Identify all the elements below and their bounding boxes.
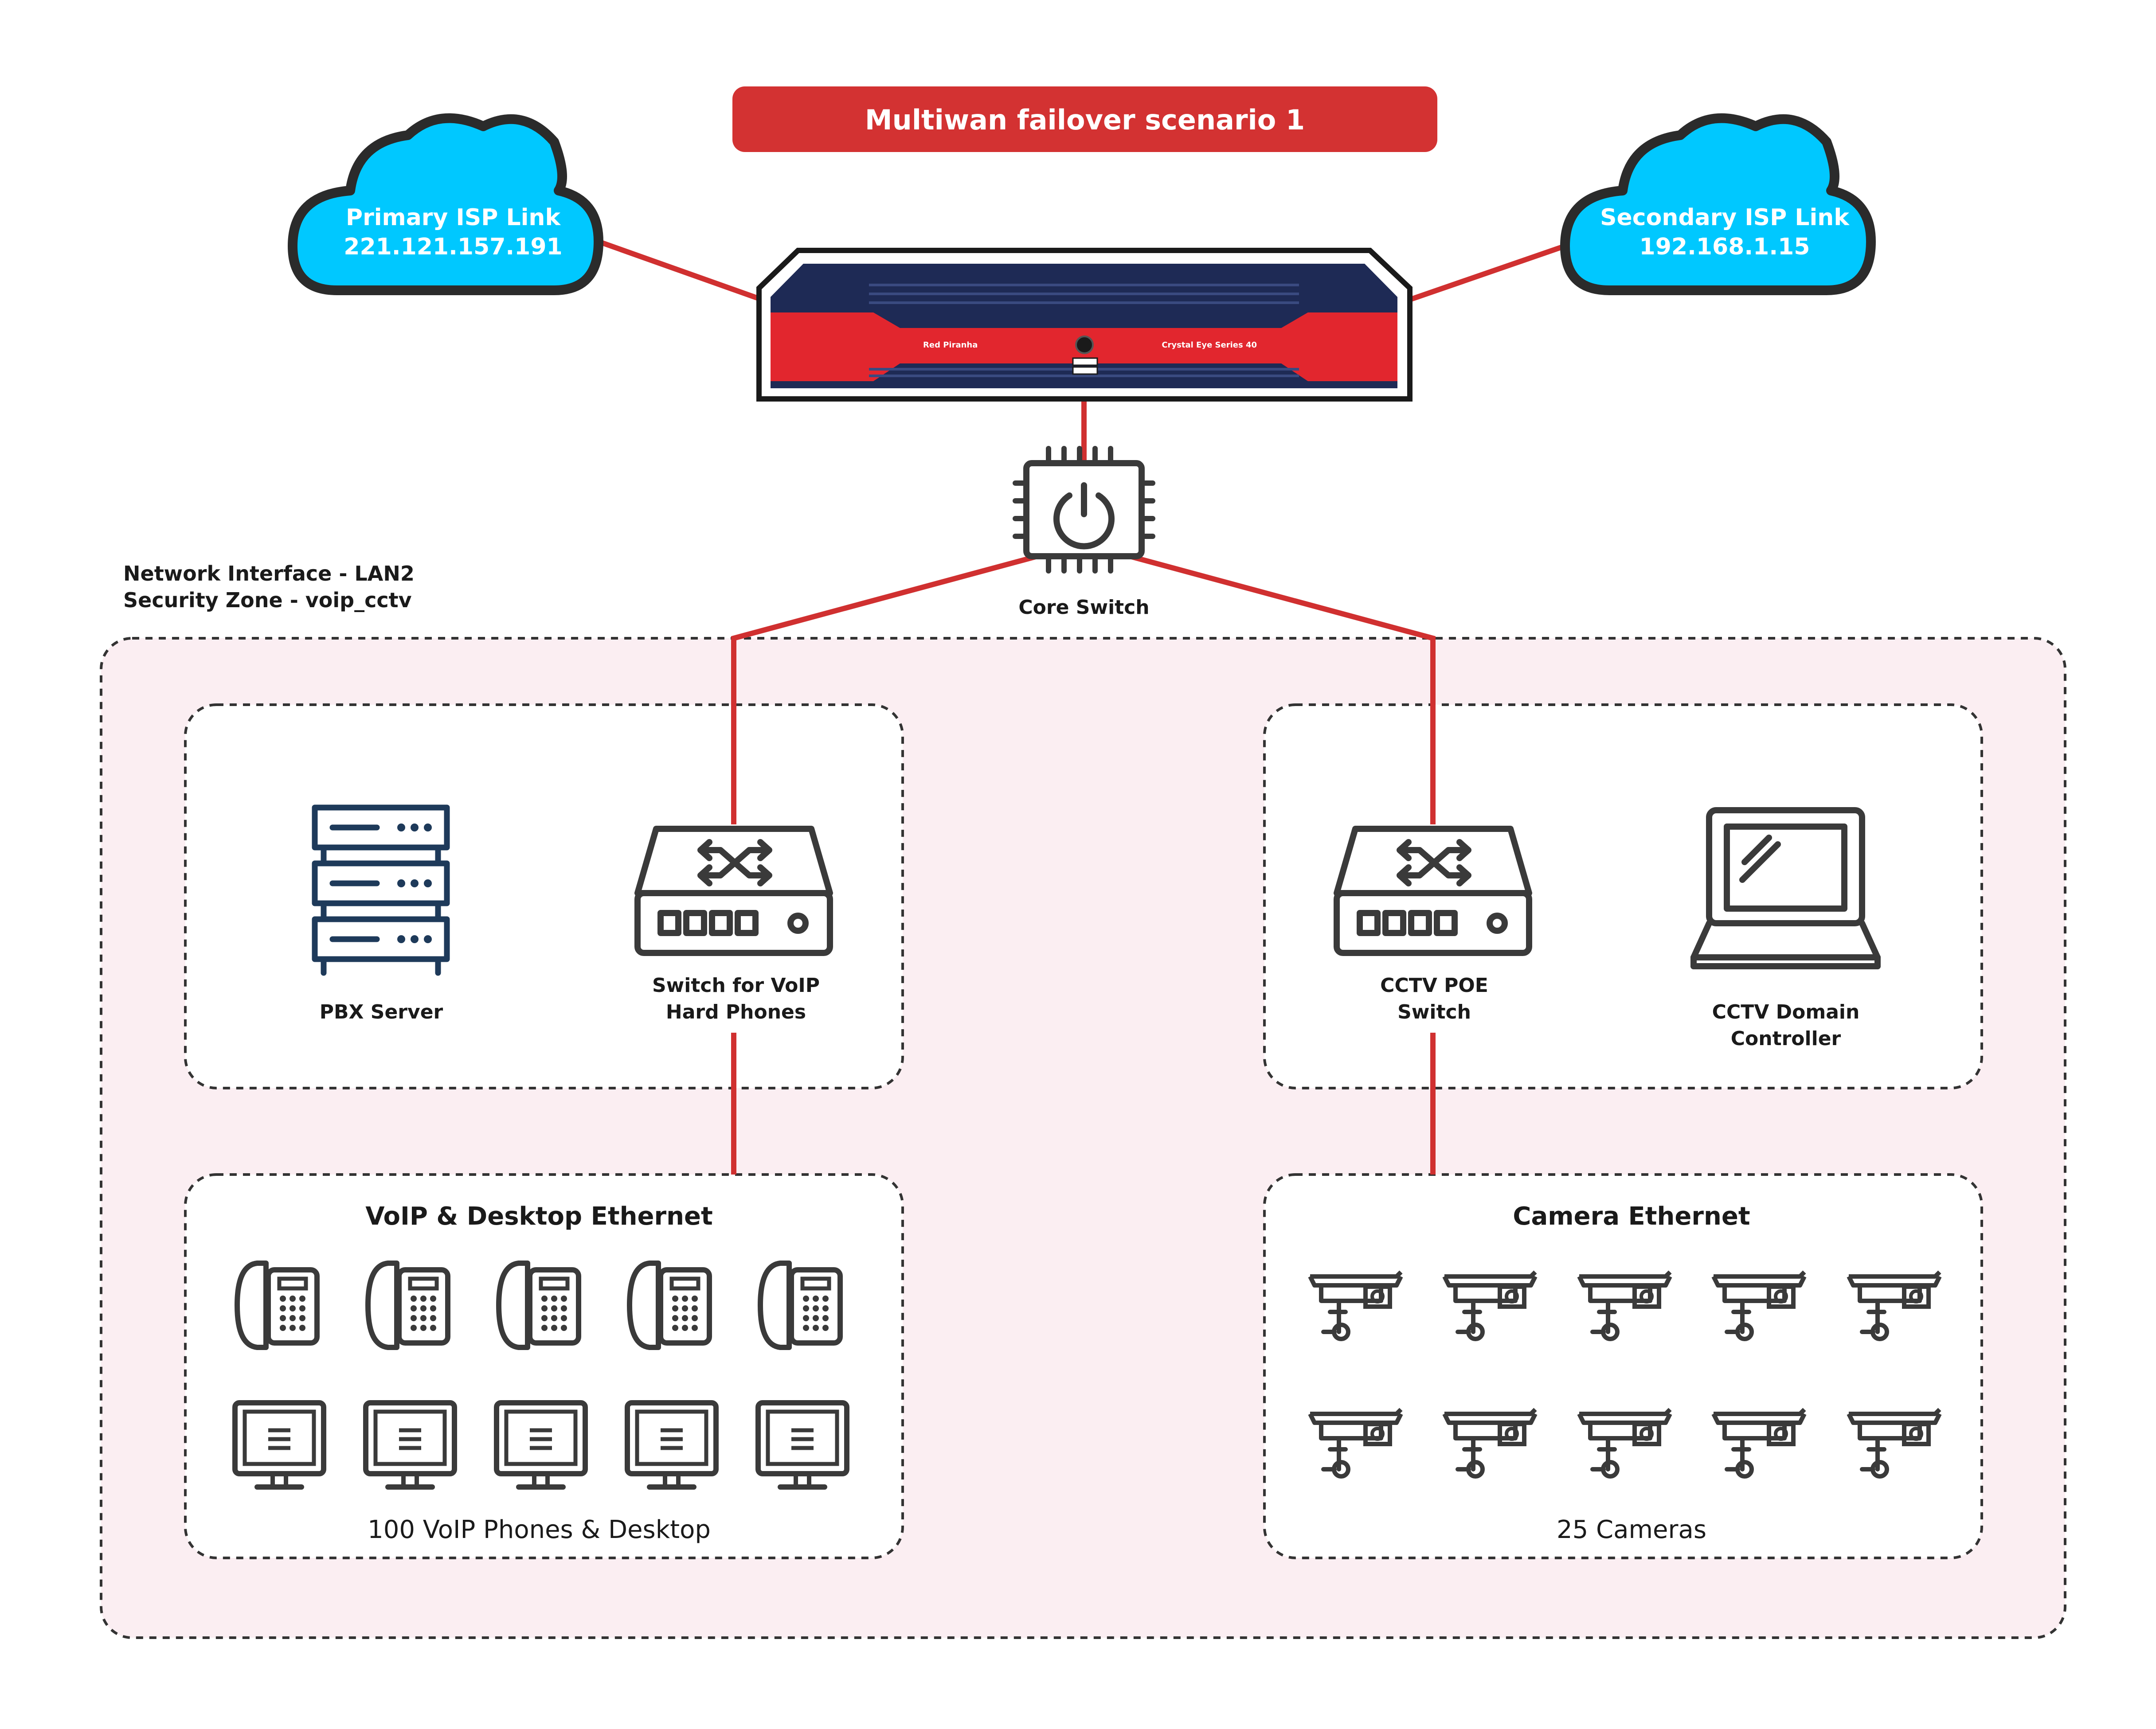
firewall-appliance: Red Piranha Crystal Eye Series 40 — [756, 248, 1413, 402]
camera-endpoints-box — [1263, 1173, 1983, 1559]
cameras-row-1 — [1308, 1270, 1942, 1341]
voip-servers-box — [184, 703, 904, 1089]
cctv-camera-icon — [1442, 1408, 1538, 1479]
zone-security-label: Security Zone - voip_cctv — [123, 588, 412, 612]
desk-phone-icon — [496, 1261, 581, 1350]
core-switch-label: Core Switch — [1018, 596, 1149, 619]
cctv-poe-switch: CCTV POE Switch — [1334, 826, 1532, 1023]
wire-primary-isp — [597, 239, 759, 301]
cctv-switch-label-1: CCTV POE — [1380, 974, 1488, 997]
chip-power-icon — [1013, 446, 1155, 574]
connection-lines — [597, 239, 1566, 1175]
desktop-monitor-icon — [755, 1400, 849, 1490]
desktop-monitor-icon — [494, 1400, 588, 1490]
desk-phone-icon — [365, 1261, 450, 1350]
desk-phone-icon — [235, 1261, 320, 1350]
cctv-camera-icon — [1711, 1408, 1807, 1479]
pbx-server-label: PBX Server — [320, 1001, 443, 1023]
voip-group-title: VoIP & Desktop Ethernet — [365, 1202, 712, 1231]
pbx-server: PBX Server — [312, 804, 450, 1023]
cctv-camera-icon — [1577, 1408, 1672, 1479]
voip-endpoints-box — [184, 1173, 904, 1559]
core-switch: Core Switch — [1013, 446, 1155, 619]
voip-group-caption: 100 VoIP Phones & Desktop — [368, 1515, 711, 1544]
cctv-camera-icon — [1442, 1270, 1538, 1341]
network-switch-icon — [1334, 826, 1532, 956]
wire-secondary-isp — [1409, 243, 1566, 302]
server-rack-icon — [312, 804, 450, 976]
voip-switch-label-2: Hard Phones — [666, 1001, 806, 1023]
secondary-isp-ip: 192.168.1.15 — [1639, 234, 1810, 260]
phones-row — [235, 1261, 843, 1350]
cctv-camera-icon — [1577, 1270, 1672, 1341]
voip-switch: Switch for VoIP Hard Phones — [634, 826, 833, 1023]
title-banner: Multiwan failover scenario 1 — [732, 86, 1437, 152]
camera-group-title: Camera Ethernet — [1513, 1202, 1750, 1231]
cctv-camera-icon — [1847, 1270, 1942, 1341]
cctv-camera-icon — [1711, 1270, 1807, 1341]
cameras-row-2 — [1308, 1408, 1942, 1479]
secondary-isp-label: Secondary ISP Link — [1600, 204, 1850, 231]
zone-interface-label: Network Interface - LAN2 — [123, 562, 415, 585]
desktop-monitor-icon — [625, 1400, 719, 1490]
firewall-model: Crystal Eye Series 40 — [1162, 340, 1257, 350]
firewall-power-icon — [1075, 336, 1094, 354]
primary-isp-ip: 221.121.157.191 — [344, 234, 562, 260]
network-switch-icon — [634, 826, 833, 956]
camera-group-caption: 25 Cameras — [1557, 1515, 1706, 1544]
desk-phone-icon — [627, 1261, 712, 1350]
laptop-icon — [1690, 807, 1881, 969]
firewall-brand: Red Piranha — [923, 340, 978, 350]
controller-label-1: CCTV Domain — [1712, 1001, 1860, 1023]
cctv-servers-box — [1263, 703, 1983, 1089]
desktop-monitor-icon — [363, 1400, 457, 1490]
primary-isp-cloud: Primary ISP Link 221.121.157.191 — [288, 113, 603, 295]
cctv-domain-controller: CCTV Domain Controller — [1690, 807, 1881, 1050]
wire-core-cctv-switch — [1129, 554, 1436, 824]
controller-label-2: Controller — [1731, 1027, 1841, 1050]
wire-core-voip-switch — [731, 554, 1038, 824]
cctv-camera-icon — [1308, 1270, 1403, 1341]
diagram-title: Multiwan failover scenario 1 — [865, 104, 1305, 136]
desk-phone-icon — [758, 1261, 843, 1350]
voip-switch-label-1: Switch for VoIP — [652, 974, 820, 997]
cctv-switch-label-2: Switch — [1397, 1001, 1471, 1023]
cctv-camera-icon — [1308, 1408, 1403, 1479]
cctv-camera-icon — [1847, 1408, 1942, 1479]
primary-isp-label: Primary ISP Link — [346, 204, 561, 231]
desktops-row — [232, 1400, 849, 1490]
secondary-isp-cloud: Secondary ISP Link 192.168.1.15 — [1560, 113, 1876, 295]
desktop-monitor-icon — [232, 1400, 326, 1490]
